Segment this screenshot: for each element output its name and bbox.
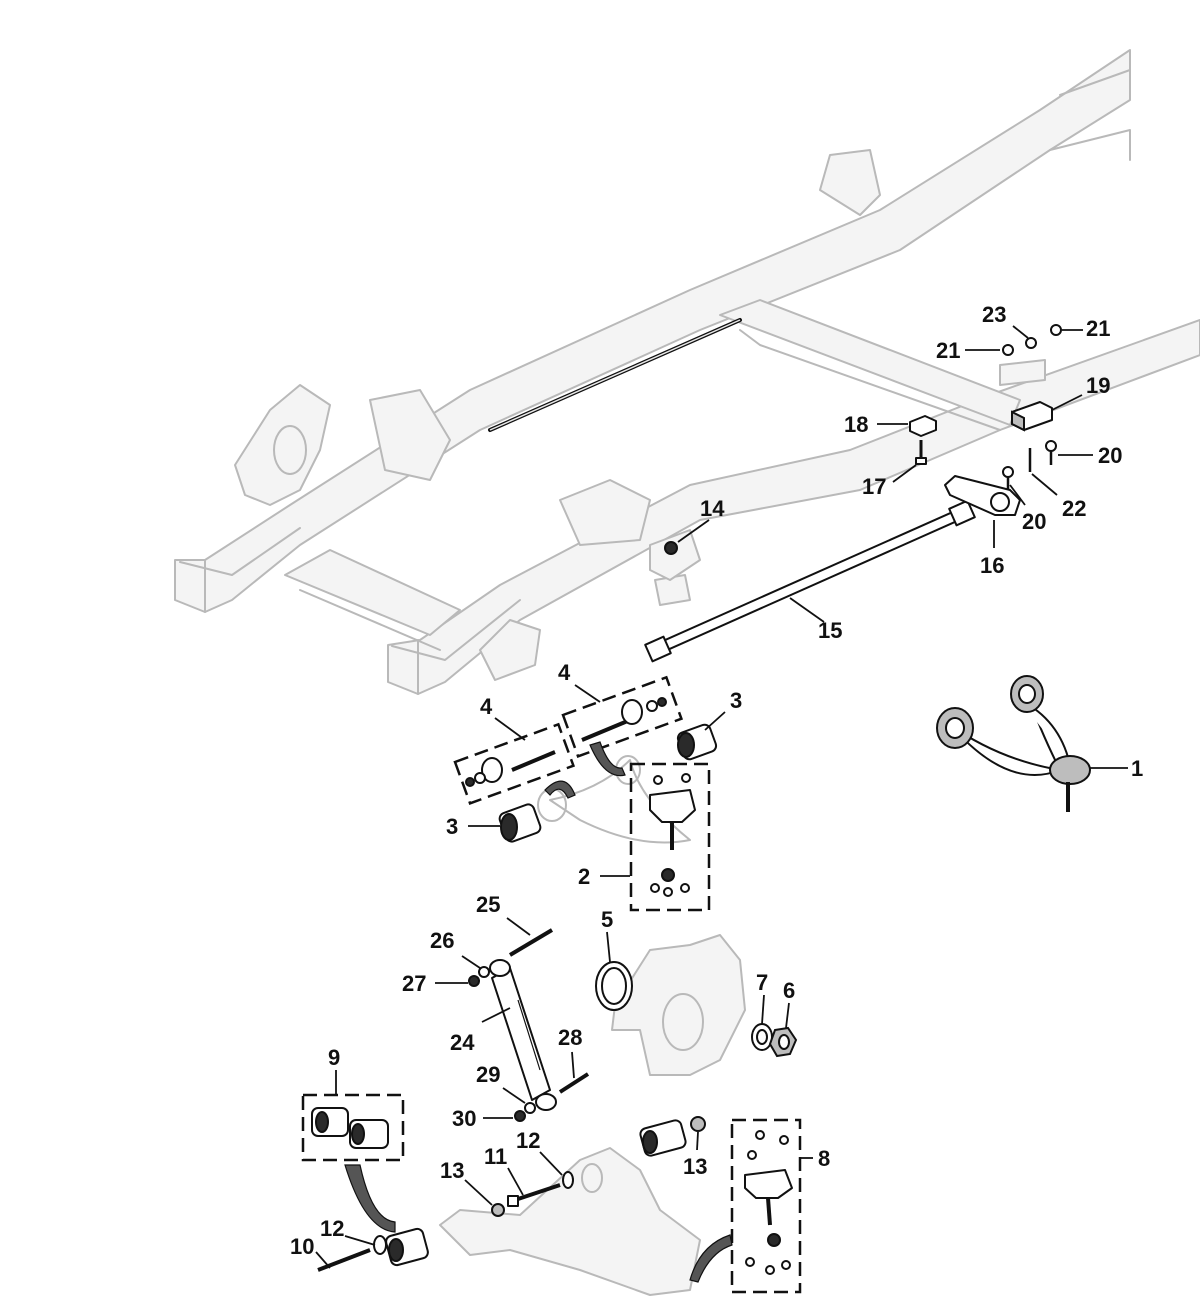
callout-21-left: 21 (936, 338, 960, 363)
part-12-washer-left (373, 1235, 387, 1255)
callout-2: 2 (578, 864, 590, 889)
part-5-seal (595, 961, 633, 1011)
callout-23: 23 (982, 302, 1006, 327)
callout-27: 27 (402, 971, 426, 996)
steering-knuckle-ghost (611, 934, 746, 1076)
callout-24: 24 (450, 1030, 475, 1055)
vehicle-frame-ghost (174, 49, 1200, 695)
part-3-bushing-upper (676, 723, 718, 761)
callout-19: 19 (1086, 373, 1110, 398)
callout-8: 8 (818, 1146, 830, 1171)
callout-16: 16 (980, 553, 1004, 578)
kit-arrow-8 (689, 1234, 733, 1283)
callout-13-right: 13 (683, 1154, 707, 1179)
lower-control-arm-ghost (439, 1147, 701, 1296)
callout-12-left: 12 (320, 1216, 344, 1241)
callout-14: 14 (700, 496, 725, 521)
part-9-bushing-kit (301, 1093, 405, 1162)
callout-26: 26 (430, 928, 454, 953)
callout-5: 5 (601, 907, 613, 932)
callout-13-left: 13 (440, 1158, 464, 1183)
callout-28: 28 (558, 1025, 582, 1050)
callout-17: 17 (862, 474, 886, 499)
part-2-ball-joint-kit (629, 762, 711, 912)
part-28-bolt (558, 1072, 590, 1094)
callout-3-lower: 3 (446, 814, 458, 839)
callout-15: 15 (818, 618, 842, 643)
callout-20-right: 20 (1098, 443, 1122, 468)
callout-4-upper: 4 (558, 660, 571, 685)
part-13-nut-left (491, 1203, 505, 1217)
bushing-lower-right (639, 1119, 687, 1157)
callout-12-right: 12 (516, 1128, 540, 1153)
part-27-nut (468, 975, 480, 987)
callout-30: 30 (452, 1106, 476, 1131)
callout-7: 7 (756, 970, 768, 995)
part-29-washer (524, 1102, 536, 1114)
callout-11: 11 (484, 1144, 507, 1169)
part-16-adjuster-arm (944, 475, 1021, 516)
callout-25: 25 (476, 892, 500, 917)
part-21-nut (1002, 324, 1062, 356)
part-15-adjuster-bar (644, 499, 976, 663)
callout-29: 29 (476, 1062, 500, 1087)
part-19-bracket (1011, 401, 1053, 432)
part-20-bolt (1002, 440, 1057, 490)
callout-labels: 1 2 3 3 4 4 5 6 7 8 9 10 12 11 12 13 13 … (290, 302, 1143, 1259)
part-11-bolt (507, 1183, 561, 1207)
part-8-ball-joint-kit (730, 1118, 802, 1294)
callout-1: 1 (1131, 756, 1143, 781)
part-4-bolt-kit-upper (561, 675, 684, 758)
part-26-washer (478, 966, 490, 978)
kit-arrow-lower (544, 780, 576, 799)
part-14-nut (649, 529, 701, 581)
part-3-bushing-lower (498, 803, 542, 843)
callout-10: 10 (290, 1234, 314, 1259)
part-1-upper-control-arm (936, 675, 1091, 812)
leader-lines (315, 325, 1128, 1269)
part-18-block (909, 415, 937, 437)
callout-20-lower: 20 (1022, 509, 1046, 534)
part-4-bolt-kit-lower (453, 722, 576, 805)
bushing-lower-left (385, 1227, 429, 1267)
callout-18: 18 (844, 412, 868, 437)
stabilizer-bar-upper (488, 318, 742, 432)
part-12-washer-right (562, 1171, 574, 1189)
part-23-nut (1025, 337, 1037, 349)
callout-4-lower: 4 (480, 694, 493, 719)
part-6-nut (768, 1026, 798, 1058)
callout-9: 9 (328, 1045, 340, 1070)
callout-6: 6 (783, 978, 795, 1003)
part-17-bolt (915, 440, 927, 465)
part-24-shock-absorber (489, 959, 557, 1111)
part-7-washer (751, 1023, 773, 1051)
part-10-bolt (317, 1248, 371, 1272)
callout-3-upper: 3 (730, 688, 742, 713)
kit-arrow-upper (589, 741, 626, 777)
callout-22: 22 (1062, 496, 1086, 521)
part-25-bolt (508, 928, 554, 957)
callout-21-right: 21 (1086, 316, 1110, 341)
part-30-nut (514, 1110, 526, 1122)
kit-arrow-9 (344, 1164, 396, 1233)
part-13-nut-right (690, 1116, 706, 1132)
